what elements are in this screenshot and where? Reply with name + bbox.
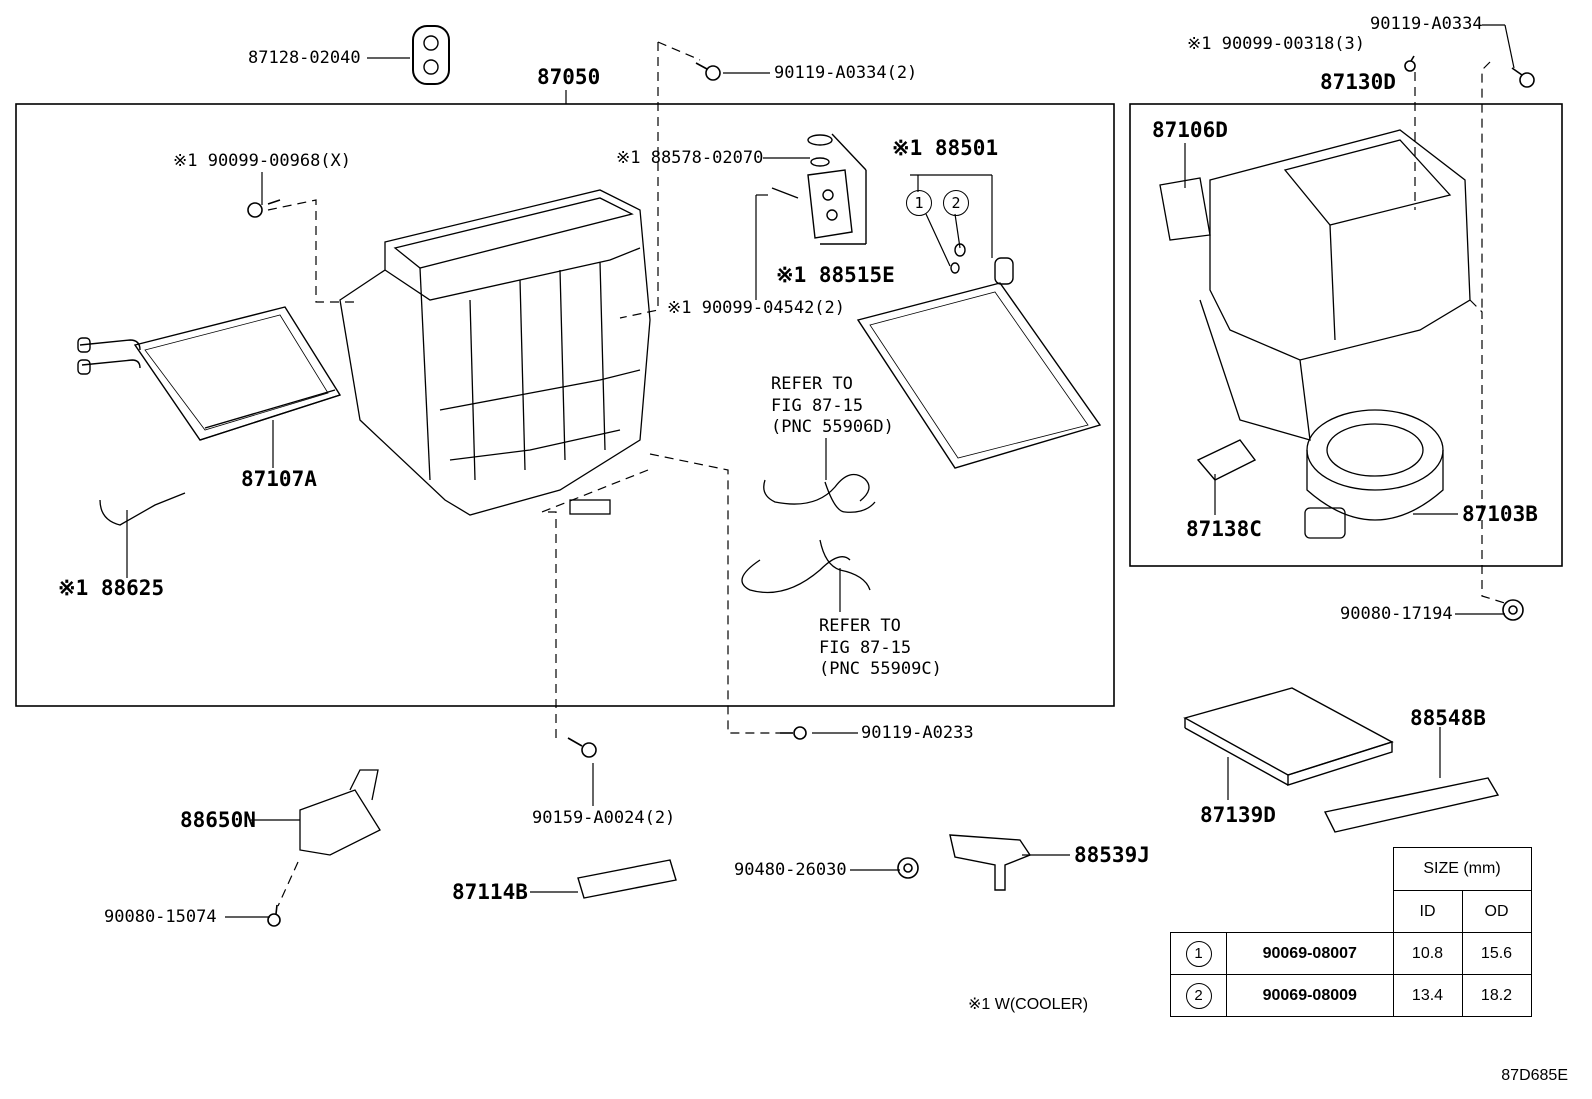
label-screw-servo: 90080-15074 — [104, 907, 217, 927]
hvac-housing-icon — [339, 189, 651, 516]
label-screw-bottom: 90159-A0024(2) — [532, 808, 676, 828]
sensor-wire-icons — [99, 473, 876, 594]
main-unit-frame — [15, 103, 1115, 707]
label-damper: 87106D — [1152, 118, 1228, 142]
row-od: 18.2 — [1461, 974, 1532, 1017]
label-heater-core: 87107A — [241, 467, 317, 491]
blower-unit-frame — [1129, 103, 1563, 567]
servo-icon — [299, 769, 381, 856]
row-mark: 2 — [1185, 982, 1212, 1009]
col-od-header: OD — [1461, 890, 1532, 933]
o-ring-icons — [950, 243, 966, 274]
refer-a-line2: FIG 87-15 — [771, 396, 864, 416]
col-id-header: ID — [1392, 890, 1463, 933]
label-resistor: 87138C — [1186, 517, 1262, 541]
table-row: 1 90069-08007 10.8 15.6 — [1170, 932, 1532, 975]
heater-core-icon — [77, 306, 342, 441]
label-evaporator: ※1 88501 — [892, 136, 999, 160]
leader-lines — [126, 24, 1515, 918]
row-id: 13.4 — [1392, 974, 1463, 1017]
label-valve: ※1 88515E — [776, 263, 895, 287]
label-duct: 87114B — [452, 880, 528, 904]
filter-icon — [1183, 687, 1394, 786]
label-top-seal: 87128-02040 — [248, 48, 361, 68]
table-row: 2 90069-08009 13.4 18.2 — [1170, 974, 1532, 1017]
label-screw-left: ※1 90099-00968(X) — [173, 151, 352, 171]
label-pipe: 88539J — [1074, 843, 1150, 867]
pipe-icon — [949, 834, 1032, 891]
resistor-icon — [1196, 439, 1257, 481]
label-main-unit: 87050 — [537, 65, 601, 89]
seal-icon — [412, 25, 450, 85]
row-id: 10.8 — [1392, 932, 1463, 975]
label-screw-top: 90119-A0334(2) — [774, 63, 918, 83]
label-oring: ※1 88578-02070 — [616, 148, 764, 168]
label-rt-note: ※1 90099-00318(3) — [1187, 34, 1366, 54]
label-bolt: ※1 90099-04542(2) — [667, 298, 846, 318]
label-filter: 87139D — [1200, 803, 1276, 827]
refer-a-line1: REFER TO — [771, 374, 853, 394]
filter-cover-icon — [1323, 777, 1500, 833]
duct-icon — [577, 859, 677, 899]
screw-icons — [247, 55, 1535, 927]
label-screw-bottom-right: 90119-A0233 — [861, 723, 974, 743]
label-grommet: 90480-26030 — [734, 860, 847, 880]
label-servo: 88650N — [180, 808, 256, 832]
label-rt-screw: 90119-A0334 — [1370, 14, 1483, 34]
row-mark: 1 — [1185, 940, 1212, 967]
refer-a-line3: (PNC 55906D) — [771, 417, 894, 437]
evaporator-icon — [856, 257, 1102, 469]
dashed-lines — [267, 41, 1509, 907]
expansion-valve-icon — [771, 133, 867, 245]
size-header: SIZE (mm) — [1392, 847, 1532, 891]
label-blower-motor: 87103B — [1462, 502, 1538, 526]
refer-b-line2: FIG 87-15 — [819, 638, 912, 658]
row-od: 15.6 — [1461, 932, 1532, 975]
row-part: 90069-08007 — [1226, 932, 1394, 975]
circle-1: 1 — [906, 190, 932, 216]
refer-b-line3: (PNC 55909C) — [819, 659, 942, 679]
size-table: SIZE (mm) ID OD 1 90069-08007 10.8 15.6 … — [1170, 847, 1532, 1017]
label-nut: 90080-17194 — [1340, 604, 1453, 624]
row-part: 90069-08009 — [1226, 974, 1394, 1017]
footnote: ※1 W(COOLER) — [968, 996, 1089, 1013]
refer-b-line1: REFER TO — [819, 616, 901, 636]
blower-case-icon — [1159, 129, 1471, 441]
circle-2: 2 — [943, 190, 969, 216]
label-filter-cover: 88548B — [1410, 706, 1486, 730]
blower-motor-icon — [1304, 409, 1444, 539]
label-sensor: ※1 88625 — [58, 576, 165, 600]
diagram-code: 87D685E — [1501, 1067, 1568, 1084]
label-blower-unit: 87130D — [1320, 70, 1396, 94]
